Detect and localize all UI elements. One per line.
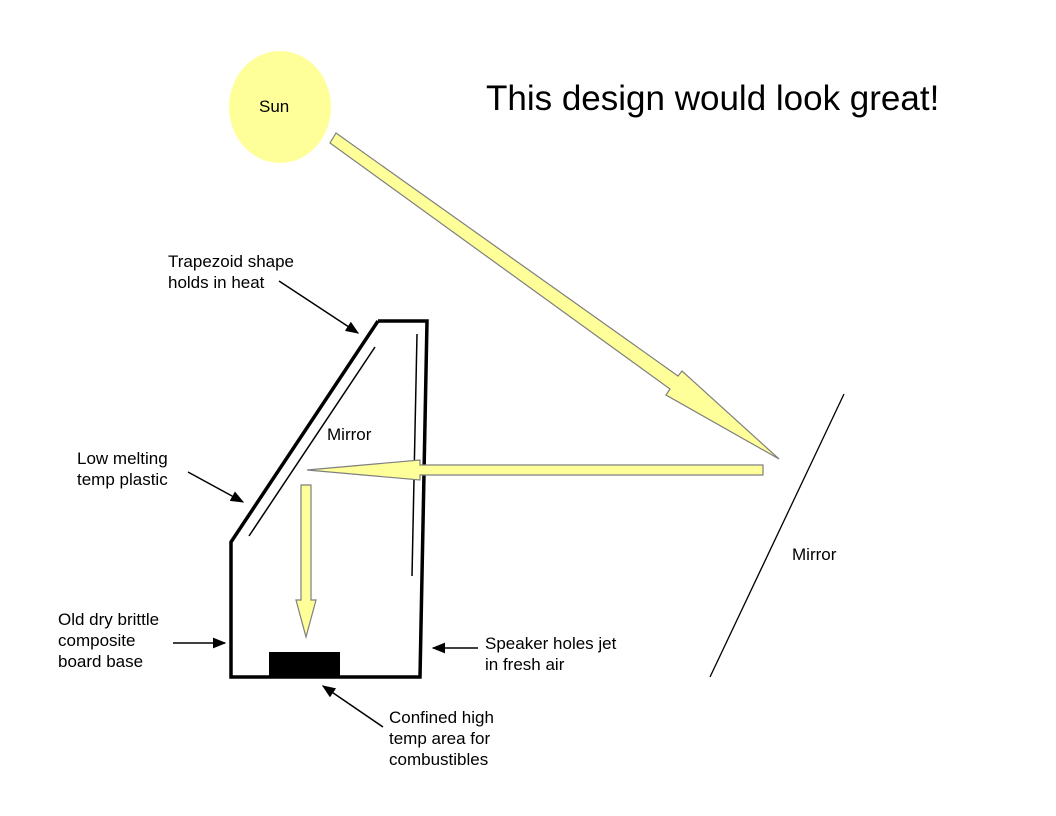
enclosure-outline	[229, 319, 429, 679]
inner-plastic-pane-line	[411, 333, 418, 577]
outer-mirror-label: Mirror	[792, 545, 837, 564]
sun-ray-arrow	[329, 132, 780, 460]
base-label-line-2: composite	[58, 631, 136, 650]
downward-ray-arrow	[295, 484, 317, 640]
sun-label: Sun	[259, 97, 290, 116]
inner-mirror-slanted-line	[248, 346, 376, 537]
speaker-label-line-1: Speaker holes jet	[485, 634, 617, 653]
trapezoid-pointer-arrow	[278, 280, 360, 334]
sun-icon	[229, 51, 331, 163]
inner-mirror-label: Mirror	[327, 425, 372, 444]
plastic-label-line-2: temp plastic	[77, 470, 168, 489]
base-label-line-1: Old dry brittle	[58, 610, 160, 629]
combustibles-label-line-2: temp area for	[389, 729, 491, 748]
base-label-line-3: board base	[58, 652, 144, 671]
speaker-label-line-2: in fresh air	[485, 655, 565, 674]
page-title: This design would look great!	[486, 79, 940, 118]
outer-mirror-line	[709, 393, 845, 678]
reflected-ray-arrow	[306, 459, 764, 481]
plastic-label-line-1: Low melting	[77, 449, 168, 468]
trapezoid-label-line-1: Trapezoid shape	[168, 252, 295, 271]
combustibles-label-line-1: Confined high	[389, 708, 494, 727]
trapezoid-label-line-2: holds in heat	[168, 273, 265, 292]
combustible-block	[269, 652, 340, 676]
combustibles-label-line-3: combustibles	[389, 750, 489, 769]
combustibles-pointer-arrow	[321, 685, 384, 728]
plastic-pointer-arrow	[187, 471, 245, 503]
